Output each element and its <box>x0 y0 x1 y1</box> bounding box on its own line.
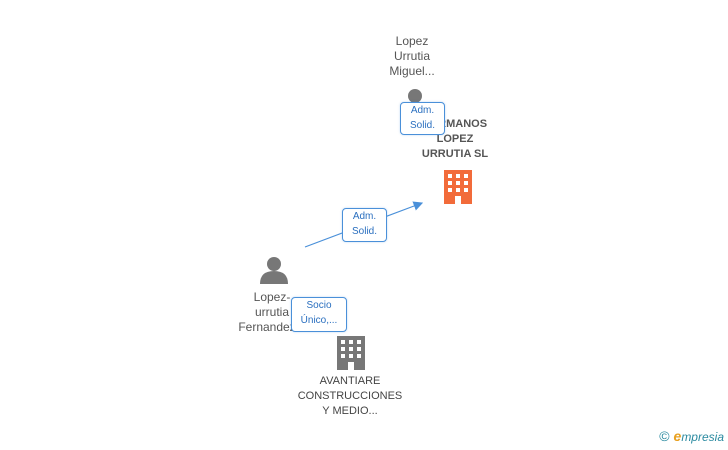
copyright-icon: © <box>659 428 670 444</box>
building-icon[interactable] <box>441 168 475 204</box>
brand-logo: ©empresia <box>659 428 724 444</box>
person-mid-label[interactable]: Lopez- urrutia Fernandez... <box>238 290 306 334</box>
person-icon[interactable] <box>259 254 289 284</box>
brand-initial: e <box>673 428 682 444</box>
person-top-label[interactable]: Lopez Urrutia Miguel... <box>389 34 435 78</box>
edge-label-socio-unico[interactable]: Socio Único,... <box>291 297 347 332</box>
company-bottom-label[interactable]: AVANTIARE CONSTRUCCIONES Y MEDIO... <box>297 375 403 417</box>
edge-label-adm-solid-mid[interactable]: Adm. Solid. <box>342 208 387 242</box>
brand-name: mpresia <box>681 430 724 444</box>
building-icon[interactable] <box>334 334 368 370</box>
edge-label-adm-solid-top[interactable]: Adm. Solid. <box>400 102 445 135</box>
